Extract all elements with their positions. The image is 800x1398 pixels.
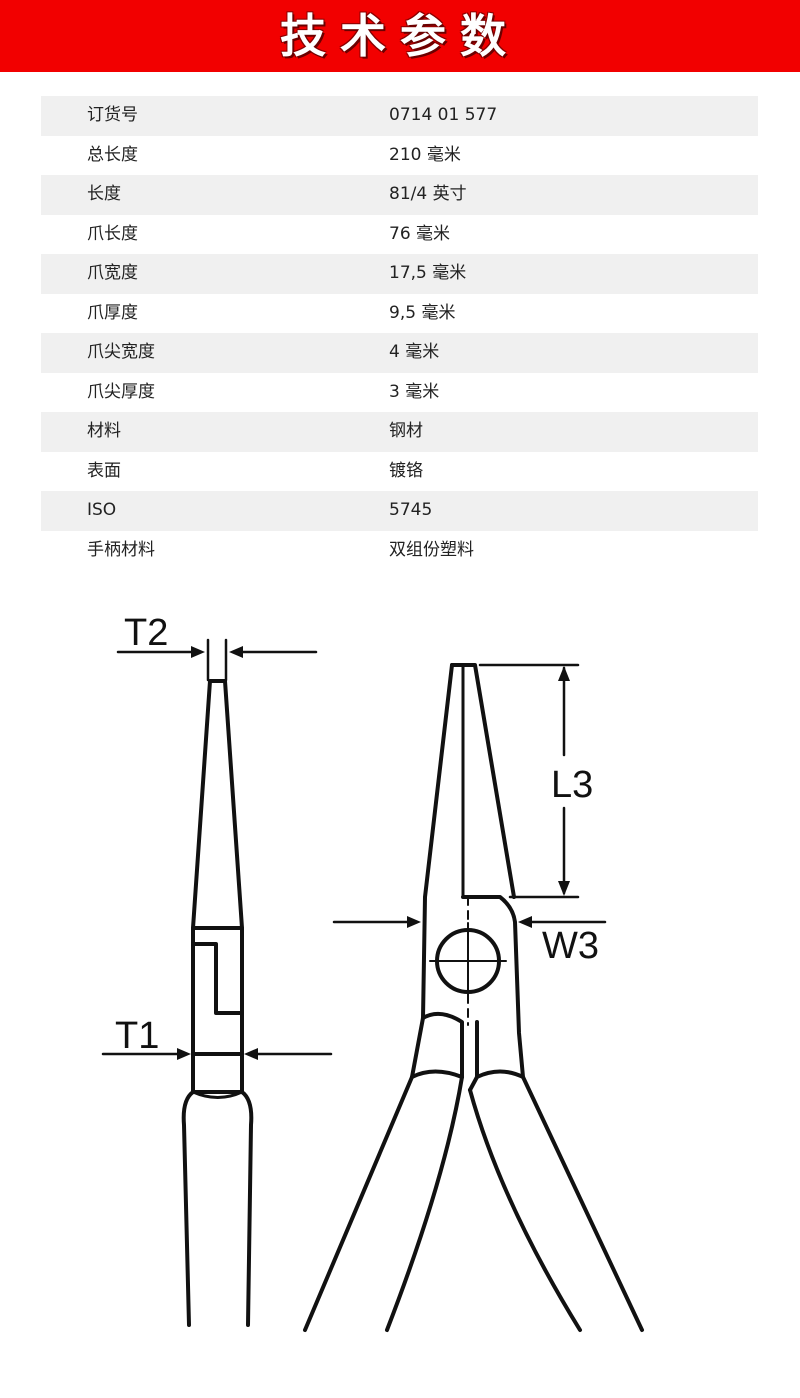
- spec-row: 爪尖宽度 4 毫米: [41, 333, 758, 373]
- spec-value: 17,5 毫米: [389, 263, 467, 283]
- spec-label: 表面: [87, 460, 121, 481]
- spec-label: 爪厚度: [87, 302, 138, 323]
- spec-value: 镀铬: [389, 460, 423, 481]
- pliers-side-view: [181, 638, 254, 1327]
- dimension-label-w3: W3: [542, 925, 599, 967]
- spec-label: 爪长度: [87, 223, 138, 244]
- spec-value: 0714 01 577: [389, 105, 498, 125]
- dimension-label-t2: T2: [124, 612, 168, 654]
- spec-label: 材料: [87, 421, 121, 441]
- pliers-front-view: [303, 663, 644, 1332]
- header-banner: [0, 0, 800, 72]
- spec-row: 手柄材料 双组份塑料: [41, 531, 758, 571]
- dimension-label-t1: T1: [115, 1015, 159, 1057]
- dimension-label-l3: L3: [551, 764, 593, 806]
- pliers-diagram: T2 T1 L3 W3: [101, 612, 644, 1332]
- spec-row: 爪宽度 17,5 毫米: [41, 254, 758, 294]
- spec-label: 订货号: [87, 105, 138, 125]
- spec-value: 3 毫米: [389, 381, 440, 402]
- spec-row: 总长度 210 毫米: [41, 136, 758, 176]
- spec-value: 210 毫米: [389, 144, 461, 165]
- spec-row: 爪长度 76 毫米: [41, 215, 758, 255]
- spec-row: 材料 钢材: [41, 412, 758, 452]
- spec-value: 双组份塑料: [389, 539, 474, 560]
- spec-value: 4 毫米: [389, 342, 440, 362]
- spec-value: 76 毫米: [389, 223, 451, 244]
- spec-label: 爪尖宽度: [87, 342, 155, 362]
- spec-row: 长度 81/4 英寸: [41, 175, 758, 215]
- spec-row: 表面 镀铬: [41, 452, 758, 492]
- spec-row: 爪尖厚度 3 毫米: [41, 373, 758, 413]
- spec-table: 订货号 0714 01 577 总长度 210 毫米长度 81/4 英寸爪长度 76 毫米…: [41, 96, 758, 570]
- spec-label: 总长度: [87, 144, 138, 165]
- section-title: 技术参数: [280, 9, 520, 63]
- spec-value: 钢材: [389, 421, 423, 441]
- spec-label: ISO: [87, 500, 117, 520]
- spec-value: 81/4 英寸: [389, 184, 467, 204]
- dimension-lines: [101, 650, 607, 1056]
- spec-value: 9,5 毫米: [389, 302, 456, 323]
- spec-value: 5745: [389, 500, 433, 520]
- spec-label: 长度: [87, 184, 121, 204]
- spec-label: 爪尖厚度: [87, 381, 155, 402]
- spec-label: 手柄材料: [87, 539, 155, 560]
- dimension-arrows: [177, 646, 570, 1060]
- spec-row: ISO 5745: [41, 491, 758, 531]
- spec-row: 爪厚度 9,5 毫米: [41, 294, 758, 334]
- spec-label: 爪宽度: [87, 263, 138, 283]
- spec-row: 订货号 0714 01 577: [41, 96, 758, 136]
